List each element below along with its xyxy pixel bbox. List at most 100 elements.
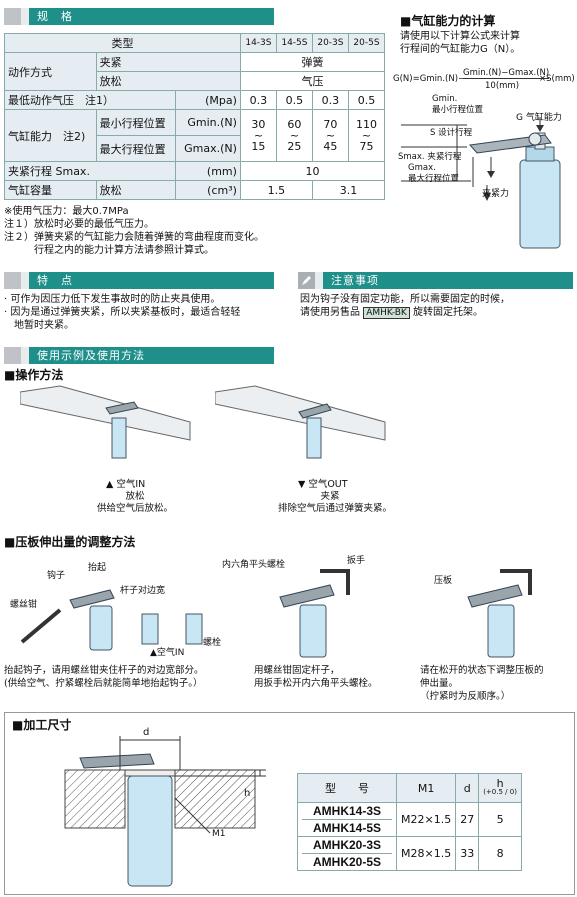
spec-note: ※使用气压力：最大0.7MPa <box>4 206 129 217</box>
lbl-clamp-force: 夹紧力 <box>482 189 510 199</box>
spec-note: 行程之内的能力计算方法请参照计算式。 <box>4 245 214 256</box>
model-name: AMHK20-5S <box>302 853 392 870</box>
min-pressure-value: 0.3 <box>311 90 349 110</box>
type-label: 类型 <box>4 33 241 53</box>
caution-text: 因为钩子没有固定功能，所以需要固定的时候， 请使用另售品 AMHK-BK 旋转固… <box>300 293 510 320</box>
spec-note: 注１）放松时必要的最低气压力。 <box>4 219 154 230</box>
release-label: 放松 <box>125 491 145 502</box>
adjust-desc-line: 用螺丝钳固定杆子， <box>254 665 340 676</box>
air-out-label: 空气OUT <box>308 479 348 490</box>
force-tilde: ~ <box>253 129 264 142</box>
lbl-spanner: 扳手 <box>347 556 366 566</box>
calc-title: ■气缸能力的计算 <box>400 14 496 28</box>
lbl-plate: 压板 <box>434 576 453 586</box>
arrow-down-icon <box>536 125 544 132</box>
lbl-gmax: Gmax. 最大行程位置 <box>408 163 459 185</box>
release-diagram <box>20 385 191 459</box>
min-pressure-unit: (Mpa) <box>174 90 241 110</box>
lbl-max-pos: 最大行程位置 <box>408 174 460 184</box>
force-tilde: ~ <box>361 129 372 142</box>
volume-label: 气缸容量 <box>4 180 97 200</box>
type-col: 20-3S <box>311 33 349 53</box>
adjust-desc-line: 用扳手松开内六角平头螺栓。 <box>254 678 378 689</box>
lbl-hex: 内六角平头螺栓 <box>222 560 286 570</box>
calc-desc-line: 请使用以下计算公式来计算 <box>400 31 520 42</box>
force-max-value: 15 <box>251 140 266 153</box>
stroke-value: 10 <box>239 161 386 181</box>
type-col: 14-3S <box>239 33 277 53</box>
col-h-tol: (+0.5 / 0) <box>483 788 517 796</box>
d-value: 33 <box>455 836 480 871</box>
pencil-icon <box>302 276 311 285</box>
volume-value: 3.1 <box>311 180 386 200</box>
clamp-cylinder-icon <box>469 132 561 249</box>
force-min-value: 110 <box>355 118 377 131</box>
col-d: d <box>455 773 480 803</box>
force-tilde: ~ <box>325 129 336 142</box>
spec-note: 注２）弹簧夹紧的气缸能力会随着弹簧的弯曲程度而变化。 <box>4 232 264 243</box>
force-max-unit: Gmax.(N) <box>174 135 241 162</box>
stroke-unit: (mm) <box>174 161 241 181</box>
force-min-unit: Gmin.(N) <box>174 109 241 136</box>
features-title: 特 点 <box>37 274 73 287</box>
m1-value: M28×1.5 <box>395 836 457 871</box>
h-value: 8 <box>478 836 522 871</box>
lbl-gmin-text: Gmin. <box>432 94 458 104</box>
type-col: 14-5S <box>275 33 313 53</box>
force-max-label: 最大行程位置 <box>95 135 176 162</box>
lbl-gmax-text: Gmax. <box>408 163 436 173</box>
d-value: 27 <box>455 802 480 837</box>
adjust-desc-line: 抬起钩子，请用螺丝钳夹住杆子的对边宽部分。 <box>4 665 204 676</box>
force-tilde: ~ <box>289 129 300 142</box>
min-pressure-value: 0.5 <box>275 90 313 110</box>
lbl-min-pos: 最小行程位置 <box>432 105 484 115</box>
lbl-h: h <box>244 788 251 799</box>
usage-title: 使用示例及使用方法 <box>37 349 145 362</box>
op-heading: ■操作方法 <box>4 368 64 382</box>
caution-header: 注意事项 <box>298 272 573 289</box>
lbl-pliers: 螺丝钳 <box>10 600 38 610</box>
min-pressure-value: 0.5 <box>347 90 386 110</box>
force-label: 气缸能力 注2) <box>4 109 97 162</box>
arrow-down-icon <box>483 193 491 201</box>
lbl-gmin: Gmin. 最小行程位置 <box>432 94 483 116</box>
feature-item: · 可作为因压力低下发生事故时的防止夹具使用。 <box>4 294 221 305</box>
lbl-air-in: 空气IN <box>156 648 185 658</box>
usage-header: 使用示例及使用方法 <box>4 347 274 364</box>
adjust-desc-2: 用螺丝钳固定杆子， 用扳手松开内六角平头螺栓。 <box>254 664 378 690</box>
force-min-label: 最小行程位置 <box>95 109 176 136</box>
clamp-desc: 排除空气后通过弹簧夹紧。 <box>277 503 392 514</box>
force-max-value: 25 <box>287 140 302 153</box>
lbl-d: d <box>143 727 150 738</box>
action-clamp-value: 弹簧 <box>239 52 386 72</box>
machining-heading: ■加工尺寸 <box>12 718 72 732</box>
arrow-down-icon <box>487 171 495 178</box>
spec-table: 类型 14-3S 14-5S 20-3S 20-5S 动作方式 夹紧 弹簧 放松… <box>4 33 386 200</box>
calc-desc: 请使用以下计算公式来计算 行程间的气缸能力G（N）。 <box>400 30 520 56</box>
stroke-label: 夹紧行程 Smax. <box>4 161 176 181</box>
air-in-label: 空气IN <box>116 479 146 490</box>
action-clamp: 夹紧 <box>95 52 241 72</box>
release-caption: ▲ 空气IN 放松 <box>90 479 180 503</box>
volume-unit: (cm³) <box>174 180 241 200</box>
adjust-desc-1: 抬起钩子，请用螺丝钳夹住杆子的对边宽部分。 (供给空气、拧紧螺栓后就能简单地抬起… <box>4 664 204 690</box>
caution-line: 请使用另售品 <box>300 307 360 318</box>
adjust-desc-3: 请在松开的状态下调整压板的 伸出量。 （拧紧时为反顺序。） <box>420 664 544 703</box>
formula-right: ×S(mm) <box>539 74 575 84</box>
adjust-step2-diagram <box>279 569 350 658</box>
min-pressure-label: 最低动作气压 注1） <box>4 90 176 110</box>
lbl-hook: 钩子 <box>47 571 66 581</box>
lbl-s: S 设计行程 <box>430 128 473 138</box>
lbl-g: G 气缸能力 <box>516 113 562 123</box>
action-release-value: 气压 <box>239 71 386 91</box>
clamp-diagram <box>215 385 386 459</box>
col-m1: M1 <box>395 773 457 803</box>
calc-diagram <box>401 117 561 249</box>
release-desc: 供给空气后放松。 <box>96 503 173 514</box>
adjust-desc-line: (供给空气、拧紧螺栓后就能简单地抬起钩子。） <box>4 678 203 689</box>
spec-notes: ※使用气压力：最大0.7MPa 注１）放松时必要的最低气压力。 注２）弹簧夹紧的… <box>4 205 264 257</box>
formula-denominator: 10(mm) <box>485 81 520 91</box>
